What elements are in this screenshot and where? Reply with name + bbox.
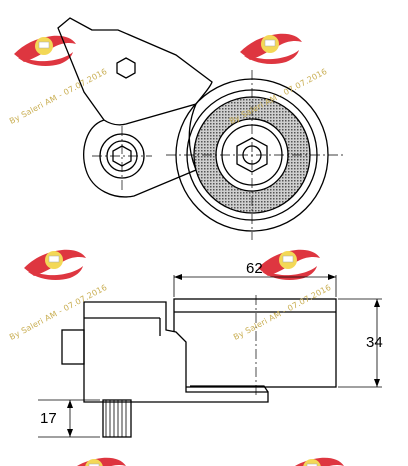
lever-plate xyxy=(83,103,197,198)
side-view xyxy=(61,298,337,438)
watermark-logo-6 xyxy=(281,457,345,466)
pulley-side xyxy=(173,298,337,388)
watermark-logo-5 xyxy=(63,457,127,466)
dimension-stud-label: 17 xyxy=(40,410,57,427)
left-boss xyxy=(61,329,85,365)
dimension-width-label: 62 xyxy=(246,260,263,277)
stud-threads xyxy=(105,400,127,437)
top-view xyxy=(57,17,329,232)
dimension-arrows xyxy=(67,274,380,437)
hex-hole xyxy=(116,57,136,79)
top-centerlines xyxy=(92,70,345,240)
tensioner-bracket xyxy=(57,17,213,126)
dimension-height-label: 34 xyxy=(366,334,383,351)
watermark-logo-2 xyxy=(239,33,303,65)
watermark-logo-4 xyxy=(257,249,321,281)
bracket-side xyxy=(83,301,269,403)
watermark-logo-3 xyxy=(23,249,87,281)
threaded-stud xyxy=(102,399,132,438)
